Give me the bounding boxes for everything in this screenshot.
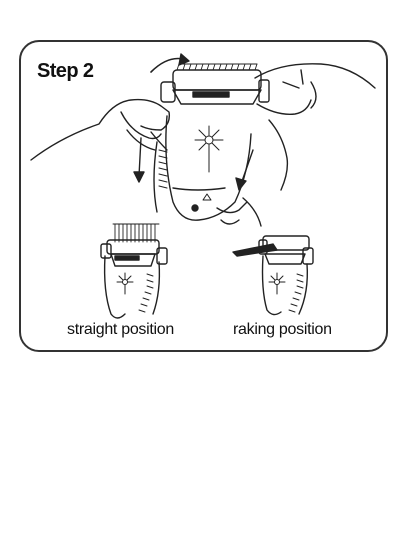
main-illustration — [31, 54, 375, 226]
down-arrow-icon — [236, 150, 253, 190]
left-hand — [31, 100, 169, 160]
instruction-card: Step 2 — [19, 40, 388, 352]
caption-straight-position: straight position — [67, 321, 174, 339]
illustration — [21, 42, 386, 350]
caption-raking-position: raking position — [233, 321, 332, 339]
flower-emblem-icon — [195, 126, 223, 172]
raking-position-illustration — [233, 236, 313, 315]
straight-position-illustration — [101, 224, 167, 318]
right-hand — [255, 64, 375, 88]
shaver-body — [151, 64, 269, 220]
